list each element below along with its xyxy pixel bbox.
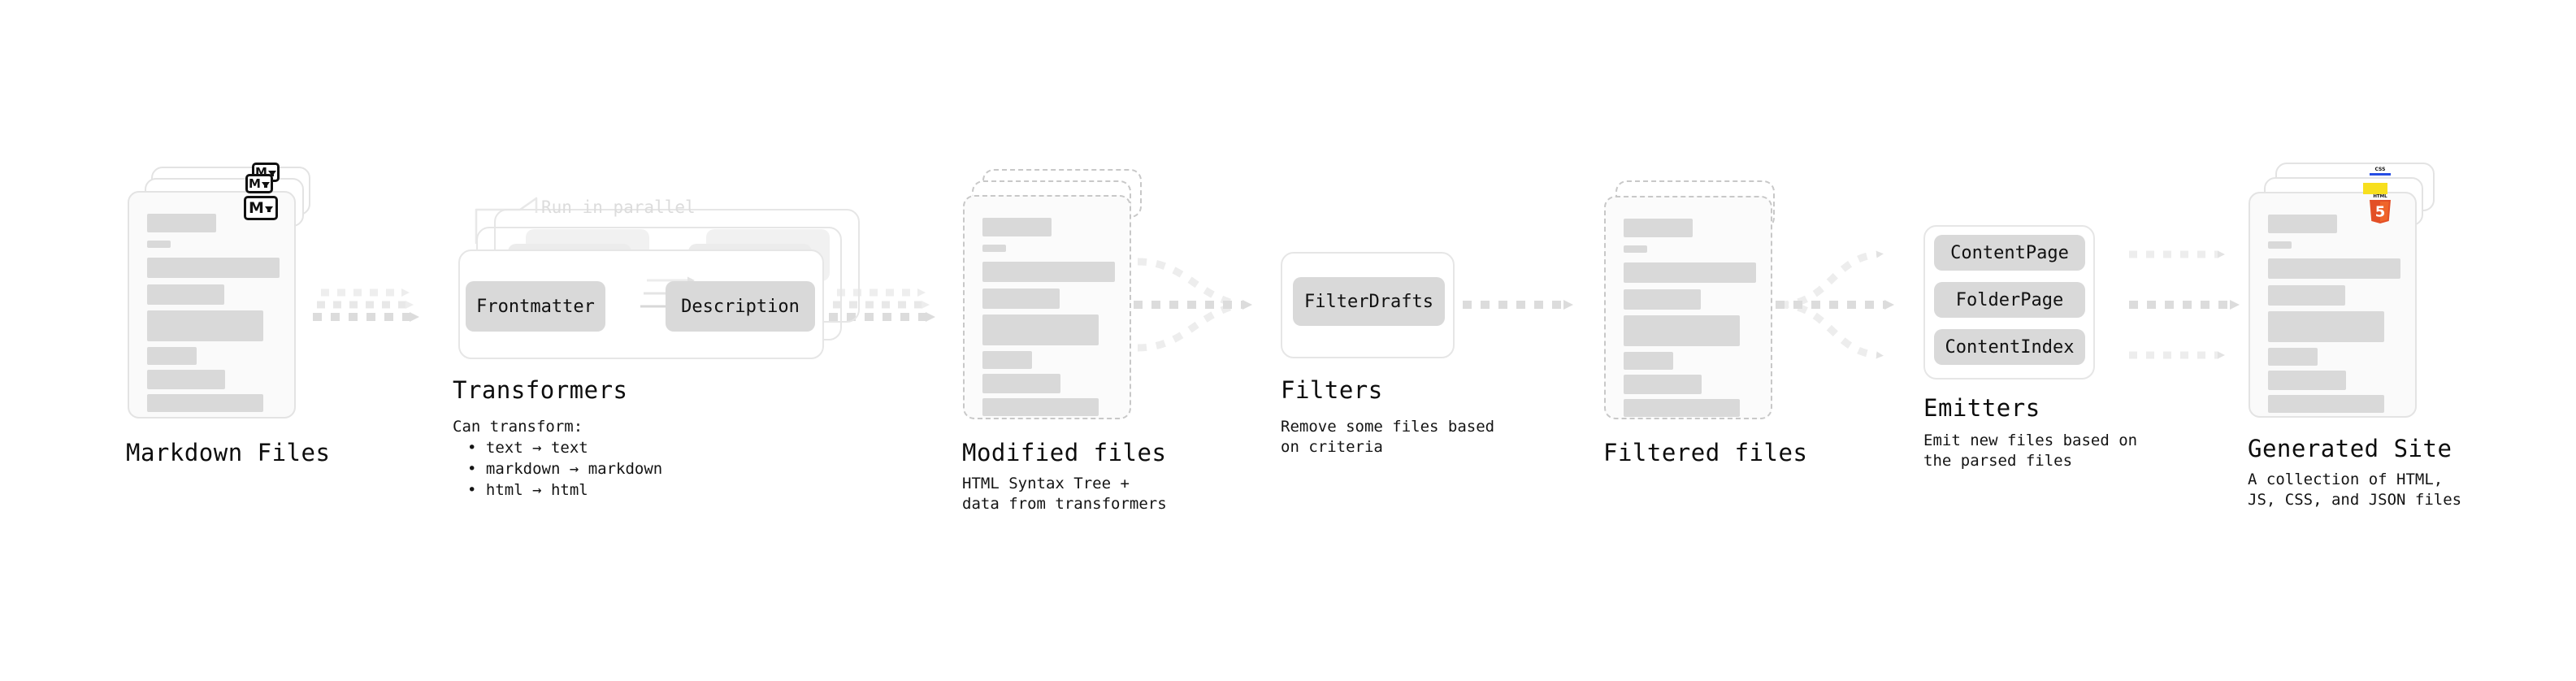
- markdown-letter: M: [249, 176, 261, 191]
- doc-bar: [147, 241, 171, 248]
- doc-bar: [2268, 285, 2345, 306]
- stage-title-filters: Filters: [1281, 376, 1383, 404]
- filtered-file-card-front: [1604, 196, 1772, 419]
- doc-bar: [982, 374, 1060, 393]
- css-underline: [2370, 173, 2391, 176]
- doc-bar: [982, 262, 1115, 282]
- doc-bar: [1624, 245, 1647, 253]
- site-file-card-front: [2249, 192, 2417, 418]
- emitters-pill-folderpage[interactable]: FolderPage: [1934, 282, 2085, 318]
- doc-bar: [1624, 219, 1693, 237]
- modified-file-card-front: [963, 195, 1131, 419]
- modified-files-desc: HTML Syntax Tree + data from transformer…: [962, 475, 1167, 513]
- connector-emitters-to-site: [2129, 250, 2240, 359]
- transformer-pill-frontmatter[interactable]: Frontmatter: [466, 281, 605, 332]
- stage-title-transformers: Transformers: [453, 376, 628, 404]
- doc-bar: [147, 214, 216, 232]
- filters-pill-filterdrafts[interactable]: FilterDrafts: [1293, 277, 1445, 326]
- js-icon: [2363, 183, 2387, 194]
- filters-desc: Remove some files based on criteria: [1281, 418, 1495, 456]
- doc-bar: [2268, 348, 2318, 366]
- svg-text:5: 5: [2375, 204, 2386, 221]
- stage-title-markdown-files: Markdown Files: [126, 439, 331, 466]
- css-label: CSS: [2374, 167, 2386, 172]
- connector-filtered-to-emitters: [1776, 250, 1894, 359]
- stage-title-filtered-files: Filtered files: [1603, 439, 1808, 466]
- doc-bar: [147, 370, 225, 389]
- markdown-arrow: [267, 171, 276, 176]
- doc-bar: [1624, 262, 1756, 283]
- doc-bar: [982, 218, 1052, 236]
- doc-bar: [2268, 241, 2292, 249]
- bullet-text: html → html: [485, 481, 588, 499]
- emitters-pill-contentindex[interactable]: ContentIndex: [1934, 329, 2085, 365]
- doc-bar: [1624, 375, 1702, 394]
- run-in-parallel-label: Run in parallel: [541, 197, 696, 217]
- emitters-pill-contentpage[interactable]: ContentPage: [1934, 235, 2085, 271]
- doc-bar: [2268, 215, 2337, 233]
- generated-site-desc: A collection of HTML, JS, CSS, and JSON …: [2248, 471, 2462, 509]
- markdown-file-card-front: [128, 191, 296, 419]
- doc-bar: [982, 245, 1006, 252]
- transformers-desc: Can transform:: [453, 418, 583, 436]
- html5-icon: HTML 5: [2367, 193, 2393, 224]
- svg-text:HTML: HTML: [2373, 194, 2387, 199]
- doc-bar: [2268, 311, 2384, 342]
- emitters-desc: Emit new files based on the parsed files: [1923, 432, 2138, 470]
- doc-bar: [147, 310, 263, 341]
- css-icon: CSS: [2370, 167, 2391, 176]
- markdown-arrow: [261, 182, 270, 188]
- doc-bar: [1624, 399, 1740, 417]
- markdown-letter: M: [249, 198, 264, 217]
- doc-bar: [147, 258, 280, 278]
- doc-bar: [147, 347, 197, 365]
- doc-bar: [2268, 395, 2384, 413]
- html5-shield: HTML 5: [2370, 194, 2391, 223]
- doc-bar: [982, 314, 1099, 345]
- doc-bar: [1624, 289, 1701, 310]
- doc-bar: [2268, 258, 2400, 279]
- doc-bar: [982, 288, 1060, 309]
- markdown-icon-back1: M: [245, 174, 273, 193]
- doc-bar: [1624, 352, 1673, 370]
- connector-markdown-to-transformers: [313, 288, 419, 322]
- transformers-bullet-0: • text → text: [467, 439, 588, 457]
- bullet-text: text → text: [485, 439, 588, 457]
- doc-bar: [147, 284, 224, 305]
- connector-modified-to-filters: [1134, 258, 1252, 352]
- transformer-pill-description[interactable]: Description: [666, 281, 815, 332]
- doc-bar: [147, 394, 263, 412]
- transformers-bullet-1: • markdown → markdown: [467, 460, 663, 478]
- stage-title-modified-files: Modified files: [962, 439, 1167, 466]
- stage-title-emitters: Emitters: [1923, 394, 2040, 422]
- doc-bar: [982, 398, 1099, 416]
- markdown-icon: M: [244, 196, 278, 220]
- transformers-bullet-2: • html → html: [467, 481, 588, 499]
- stage-title-generated-site: Generated Site: [2248, 435, 2452, 462]
- doc-bar: [2268, 371, 2346, 390]
- bullet-text: markdown → markdown: [485, 460, 663, 478]
- markdown-arrow: [264, 206, 273, 212]
- doc-bar: [982, 351, 1032, 369]
- doc-bar: [1624, 315, 1740, 346]
